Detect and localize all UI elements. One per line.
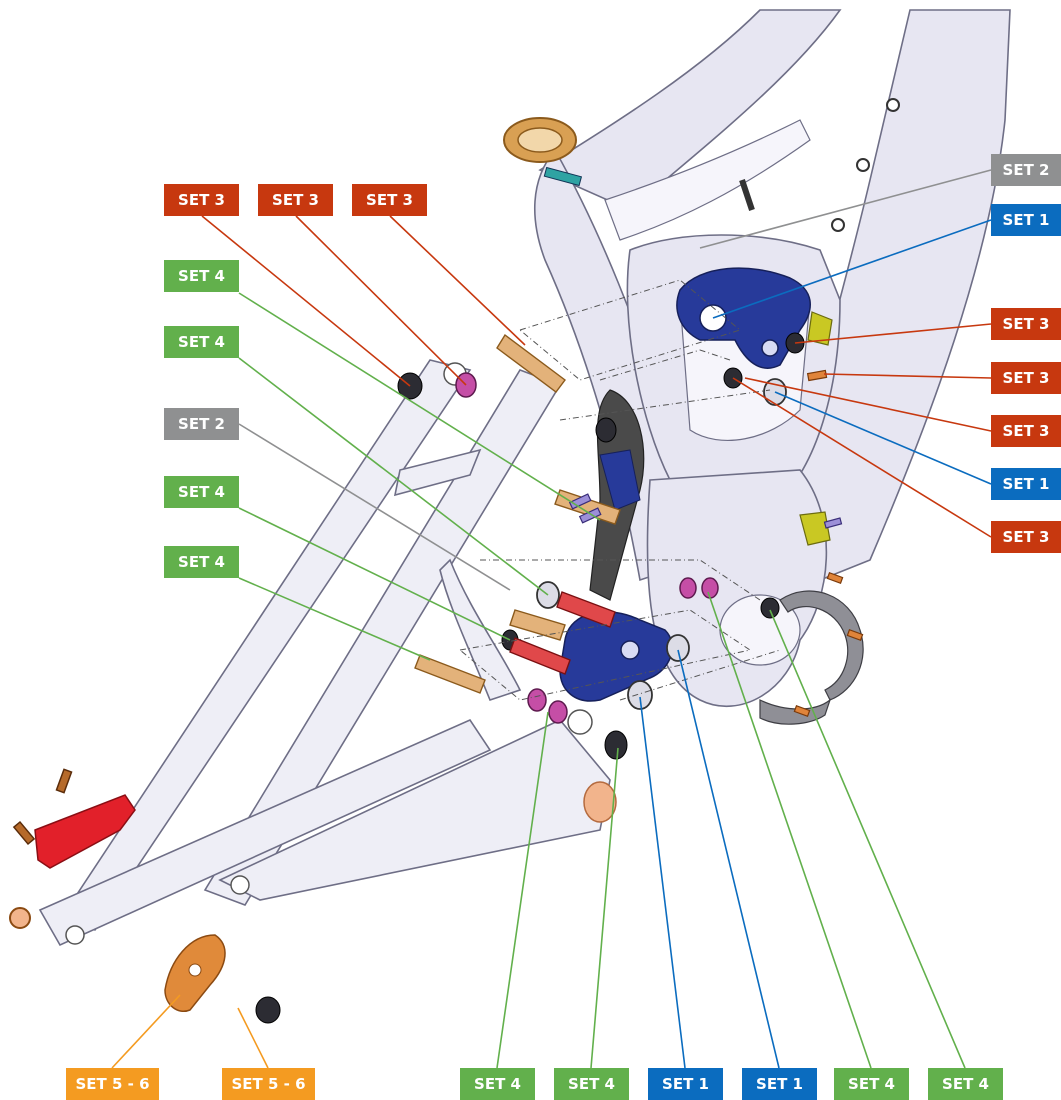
leader-lines: [111, 169, 992, 1069]
label-set3-a: SET 3: [164, 184, 239, 216]
leader-line-4: [238, 292, 601, 521]
axles-gold: [414, 333, 621, 694]
label-set3-b: SET 3: [258, 184, 333, 216]
label-set4-bottom-d: SET 4: [928, 1068, 1003, 1100]
label-set2-right: SET 2: [991, 154, 1061, 186]
label-set1-bottom-b: SET 1: [742, 1068, 817, 1100]
leader-line-7: [238, 507, 511, 641]
upper-rocker-link: [676, 267, 811, 369]
brake-mount: [12, 768, 136, 869]
label-set4-c: SET 4: [164, 476, 239, 508]
leader-line-12: [823, 373, 992, 379]
leader-line-21: [677, 649, 780, 1069]
derailleur-hanger: [9, 907, 226, 1012]
label-set3-right-d: SET 3: [991, 521, 1061, 553]
label-set56-a: SET 5 - 6: [66, 1068, 159, 1100]
leader-line-13: [744, 377, 992, 432]
label-set4-d: SET 4: [164, 546, 239, 578]
leader-line-15: [732, 377, 992, 538]
leader-line-19: [590, 747, 619, 1069]
label-set3-c: SET 3: [352, 184, 427, 216]
label-set4-bottom-c: SET 4: [834, 1068, 909, 1100]
chainstay-cap: [583, 781, 617, 823]
label-set1-right-b: SET 1: [991, 468, 1061, 500]
leader-line-23: [769, 609, 966, 1069]
label-set4-a: SET 4: [164, 260, 239, 292]
leader-line-11: [794, 323, 992, 344]
leader-line-9: [699, 169, 992, 249]
label-set3-right-b: SET 3: [991, 362, 1061, 394]
label-set4-bottom-a: SET 4: [460, 1068, 535, 1100]
label-set1-bottom-a: SET 1: [648, 1068, 723, 1100]
label-set56-b: SET 5 - 6: [222, 1068, 315, 1100]
leader-line-22: [707, 591, 872, 1069]
label-set3-right-a: SET 3: [991, 308, 1061, 340]
assembly-guides: [458, 279, 781, 701]
label-set1-right-a: SET 1: [991, 204, 1061, 236]
leader-line-2: [295, 215, 467, 386]
leader-line-18: [496, 711, 549, 1069]
cable-grommet: [739, 179, 755, 211]
leader-line-10: [712, 219, 992, 319]
leader-line-1: [201, 215, 411, 387]
leader-line-16: [111, 994, 181, 1069]
bottle-bolts: [831, 98, 900, 232]
axles-red: [509, 591, 616, 675]
label-set3-right-c: SET 3: [991, 415, 1061, 447]
leader-line-8: [238, 577, 431, 661]
lower-link: [559, 611, 673, 702]
leader-line-5: [238, 357, 549, 596]
leader-line-20: [639, 696, 686, 1069]
seat-clamp: [503, 117, 583, 187]
leader-line-14: [774, 391, 992, 485]
label-set4-b: SET 4: [164, 326, 239, 358]
label-set4-bottom-b: SET 4: [554, 1068, 629, 1100]
chain-guide: [589, 389, 645, 601]
yellow-brackets: [799, 311, 833, 546]
leader-line-17: [237, 1007, 269, 1069]
leader-line-3: [389, 215, 526, 346]
label-set2-left: SET 2: [164, 408, 239, 440]
leader-line-6: [238, 423, 511, 591]
